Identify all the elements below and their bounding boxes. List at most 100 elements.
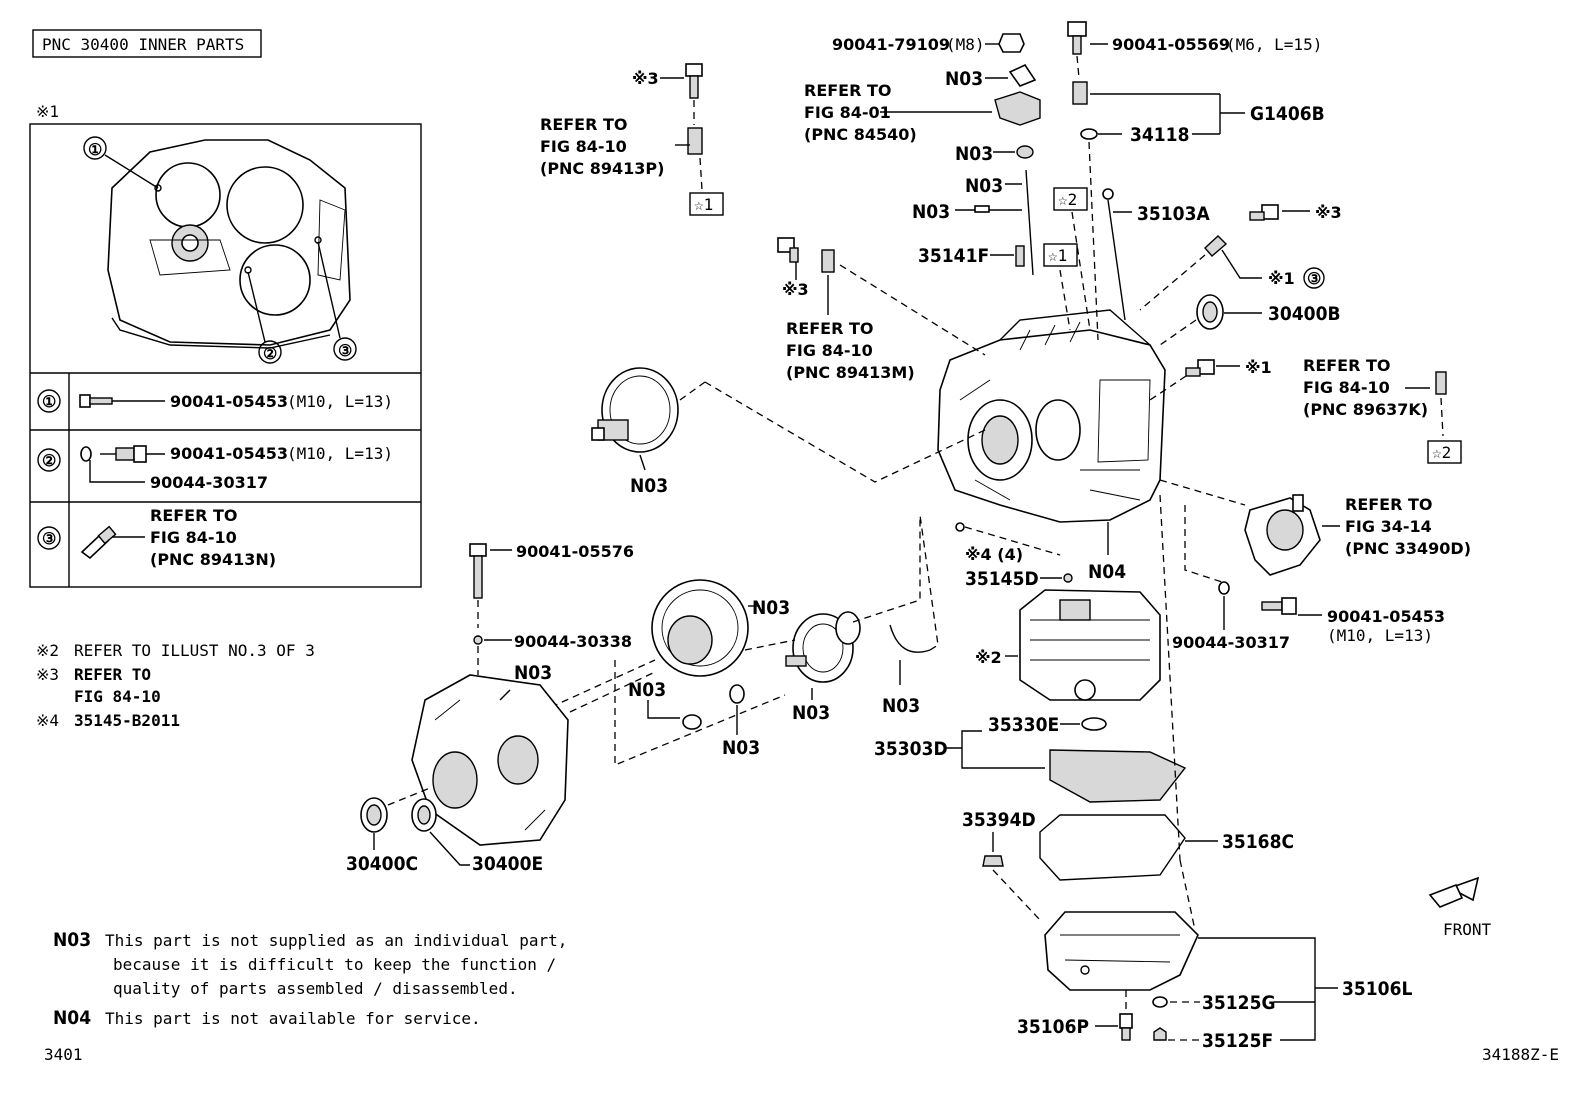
legend-n04-text: This part is not available for service.: [105, 1009, 481, 1028]
ref-89413p-2: FIG 84-10: [540, 137, 627, 156]
legend-n03-line1: This part is not supplied as an individu…: [105, 931, 567, 950]
label-n03-bracket: N03: [945, 68, 983, 90]
bolt-icon: [79, 394, 113, 408]
label-90041-05576: 90041-05576: [516, 542, 634, 561]
legend-n03-line2: because it is difficult to keep the func…: [113, 955, 556, 974]
mark3-top: ※3: [632, 69, 659, 88]
bolt-icon: [777, 237, 799, 263]
ref-33490d-1: REFER TO: [1345, 495, 1433, 514]
legend-n03-code: N03: [53, 929, 91, 951]
callout-2-circle: [258, 340, 282, 364]
row2-spec: (M10, L=13): [287, 444, 393, 463]
front-label: FRONT: [1443, 920, 1492, 939]
label-n03-snapring: N03: [882, 695, 920, 717]
row3-num: ③: [42, 529, 56, 548]
note3-mark: ※3: [36, 665, 59, 684]
callout-2: ②: [263, 344, 277, 363]
ref-89413p-3: (PNC 89413P): [540, 159, 664, 178]
inset-frame: [29, 123, 422, 588]
label-30400c: 30400C: [346, 853, 418, 875]
front-arrow-icon: [1428, 876, 1480, 908]
note3-line1: REFER TO: [74, 665, 151, 684]
label-90041-05569: 90041-05569: [1112, 35, 1230, 54]
label-35394d: 35394D: [962, 809, 1036, 831]
transaxle-housing-drawing: [411, 674, 569, 846]
label-35141f: 35141F: [918, 245, 989, 267]
star1-b: ☆1: [1048, 246, 1067, 265]
label-90044-30317: 90044-30317: [1172, 633, 1290, 652]
row2-washer: 90044-30317: [150, 473, 268, 492]
row2-part: 90041-05453: [170, 444, 288, 463]
bolt-icon: [469, 543, 487, 599]
note4-text: 35145-B2011: [74, 711, 180, 730]
ref-89637k-3: (PNC 89637K): [1303, 400, 1428, 419]
bolt-icon: [1261, 597, 1297, 615]
legend-n04-code: N04: [53, 1007, 91, 1029]
ref-89637k-1: REFER TO: [1303, 356, 1391, 375]
label-35106p: 35106P: [1017, 1016, 1089, 1038]
footer-left: 3401: [44, 1045, 83, 1064]
row1-spec: (M10, L=13): [287, 392, 393, 411]
callout-3: ③: [338, 341, 352, 360]
label-35103a: 35103A: [1137, 203, 1210, 225]
ref-89637k-2: FIG 84-10: [1303, 378, 1390, 397]
note4-mark: ※4: [36, 711, 59, 730]
mark2-valvebody: ※2: [975, 648, 1002, 667]
bolt-icon: [115, 445, 147, 463]
pnc-title-box: [32, 29, 262, 58]
bolt-icon: [1249, 204, 1279, 221]
label-35125g: 35125G: [1202, 992, 1276, 1014]
row1-part: 90041-05453: [170, 392, 288, 411]
row3-ref-2: FIG 84-10: [150, 528, 237, 547]
label-90041-05569-spec: (M6, L=15): [1226, 35, 1322, 54]
star2-b: ☆2: [1432, 443, 1451, 462]
label-n03-pin: N03: [912, 201, 950, 223]
note2-mark: ※2: [36, 641, 59, 660]
valve-body-drawing: [1019, 589, 1161, 701]
label-35145d: 35145D: [965, 568, 1039, 590]
bolt-icon: [1185, 359, 1215, 377]
note3-line2: FIG 84-10: [74, 687, 161, 706]
pnc-title: PNC 30400 INNER PARTS: [42, 35, 244, 54]
ref-89413m-3: (PNC 89413M): [786, 363, 915, 382]
mark1-right: ※1: [1245, 358, 1272, 377]
sensor-icon: [1435, 371, 1447, 395]
bolt-icon: [1067, 21, 1087, 55]
ref-89413m-1: REFER TO: [786, 319, 874, 338]
star1-a: ☆1: [694, 195, 713, 214]
drain-plug-icon: [1119, 1013, 1133, 1041]
callout-3-circle: [333, 337, 357, 361]
mark4: ※4 (4): [965, 545, 1023, 564]
label-30400b: 30400B: [1268, 303, 1341, 325]
ref-33490d-2: FIG 34-14: [1345, 517, 1432, 536]
label-90041-05453: 90041-05453: [1327, 607, 1445, 626]
label-90041-79109: 90041-79109: [832, 35, 950, 54]
inset-case-drawing: [107, 139, 351, 349]
nut-icon: [998, 33, 1025, 53]
counter-gear-drawing: [785, 611, 861, 683]
legend-n03-line3: quality of parts assembled / disassemble…: [113, 979, 518, 998]
label-n03-oring2: N03: [722, 737, 760, 759]
callout-1-circle: [83, 136, 107, 160]
label-n03-counter: N03: [792, 702, 830, 724]
star1-box-a: [689, 192, 724, 216]
gasket-drawing: [1039, 814, 1186, 881]
row2-num: ②: [42, 451, 56, 470]
row3-ref-3: (PNC 89413N): [150, 550, 276, 569]
label-35330e: 35330E: [988, 714, 1059, 736]
ref-84540-2: FIG 84-01: [804, 103, 891, 122]
ref-89413p-1: REFER TO: [540, 115, 628, 134]
label-35168c: 35168C: [1222, 831, 1294, 853]
washer-icon: [80, 446, 92, 462]
bleeder-plug-icon: [80, 525, 117, 560]
callout-1: ①: [88, 140, 102, 159]
strainer-drawing: [1049, 749, 1187, 803]
label-35125f: 35125F: [1202, 1030, 1273, 1052]
plug-icon: [821, 249, 835, 273]
label-30400e: 30400E: [472, 853, 543, 875]
label-n03-gear1: N03: [630, 475, 668, 497]
label-n03-shaft: N03: [965, 175, 1003, 197]
footer-right: 34188Z-E: [1482, 1045, 1559, 1064]
